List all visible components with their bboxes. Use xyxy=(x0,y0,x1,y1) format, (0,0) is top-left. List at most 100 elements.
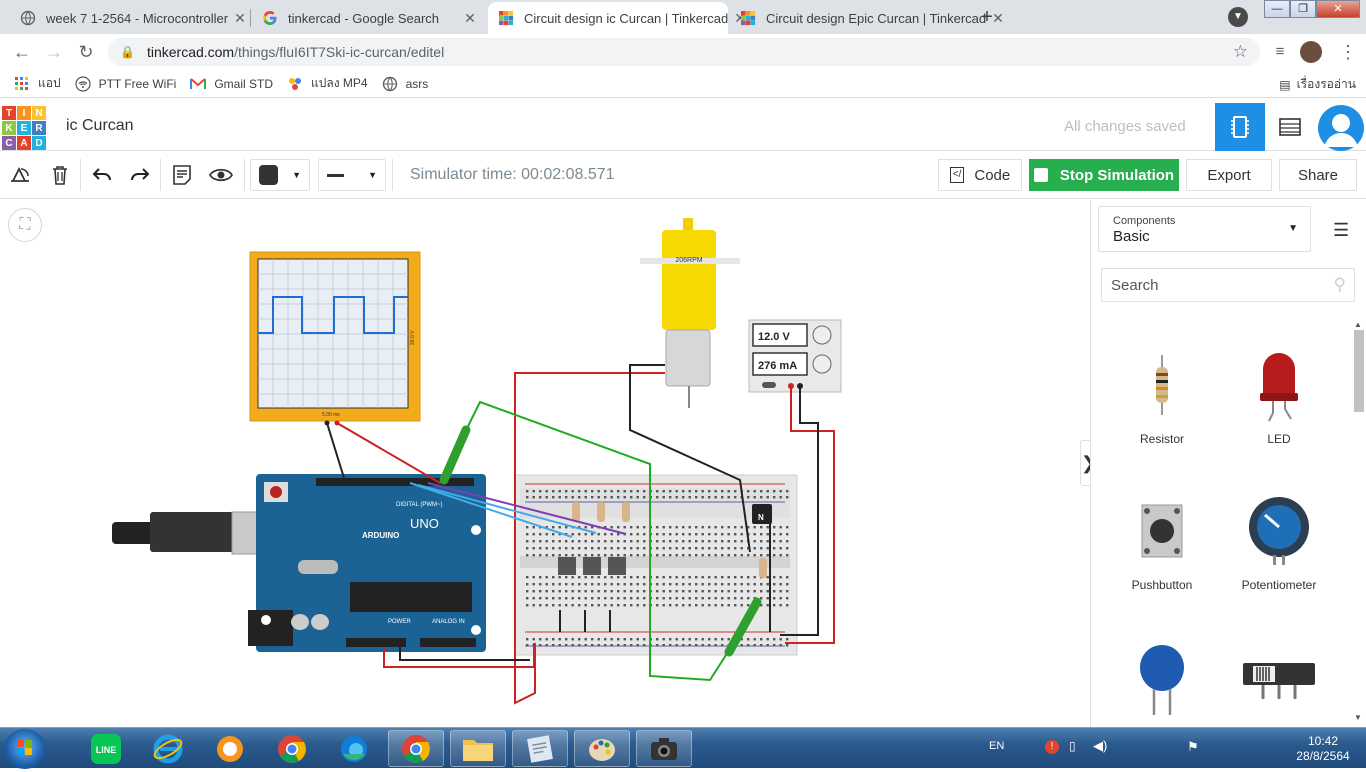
bookmark-ptt-wifi[interactable]: PTT Free WiFi xyxy=(74,75,176,92)
fit-view-icon[interactable]: ⛶ xyxy=(8,208,42,242)
power-supply[interactable] xyxy=(748,319,842,393)
list-view-icon[interactable]: ☰ xyxy=(1333,220,1350,240)
forward-arrow-icon[interactable]: → xyxy=(45,42,63,62)
search-icon: ⚲ xyxy=(1333,275,1346,294)
language-indicator[interactable]: EN xyxy=(989,740,1005,752)
clock-time: 10:42 xyxy=(1307,734,1339,748)
toolbar-divider xyxy=(392,159,393,191)
redo-icon[interactable] xyxy=(126,161,154,189)
device-icon[interactable]: ▯ xyxy=(1069,739,1076,753)
media-control-icon[interactable]: ≡ xyxy=(1275,43,1285,60)
close-tab-icon[interactable]: ✕ xyxy=(992,9,1004,26)
internet-explorer-icon[interactable] xyxy=(140,730,196,767)
scrollbar-thumb[interactable] xyxy=(1354,330,1364,412)
browser-toolbar: ← → ↻ 🔒 tinkercad.com/things/fluI6IT7Ski… xyxy=(0,34,1366,70)
logo-letter: I xyxy=(17,106,31,120)
window-controls: — ❐ ✕ xyxy=(1264,0,1360,18)
rotate-icon[interactable] xyxy=(6,161,34,189)
edge-icon[interactable] xyxy=(326,730,382,767)
tinkercad-logo[interactable]: T I N K E R C A D xyxy=(2,106,46,150)
browser-tab-circuit-ic-curcan[interactable]: Circuit design ic Curcan | Tinkercad ✕ xyxy=(488,2,746,34)
bookmark-gmail[interactable]: Gmail STD xyxy=(190,76,273,92)
code-label: Code xyxy=(974,166,1011,184)
project-name[interactable]: ic Curcan xyxy=(66,117,134,134)
dc-motor[interactable] xyxy=(640,218,740,408)
toolbar-divider xyxy=(80,159,81,191)
line-app-icon[interactable]: LINE xyxy=(78,730,134,767)
reload-icon[interactable]: ↻ xyxy=(78,42,94,62)
more-menu-icon[interactable]: ⋮ xyxy=(1339,42,1357,62)
component-search-input[interactable]: Search ⚲ xyxy=(1101,268,1355,302)
address-bar[interactable]: 🔒 tinkercad.com/things/fluI6IT7Ski-ic-cu… xyxy=(108,38,1260,66)
file-explorer-icon[interactable] xyxy=(450,730,506,767)
notes-icon[interactable] xyxy=(168,161,196,189)
visibility-icon[interactable] xyxy=(207,161,235,189)
tab-search-icon[interactable]: ▼ xyxy=(1228,7,1248,27)
component-slideswitch[interactable] xyxy=(1220,632,1338,724)
close-window-button[interactable]: ✕ xyxy=(1316,0,1360,18)
media-player-icon[interactable] xyxy=(202,730,258,767)
simulator-time: Simulator time: 00:02:08.571 xyxy=(410,166,615,183)
browser-tab-google-search[interactable]: tinkercad - Google Search ✕ xyxy=(252,2,488,34)
circuit-canvas[interactable]: ⛶ xyxy=(0,200,1090,727)
scope-volts-label: 20.0 V xyxy=(410,330,416,345)
logo-letter: N xyxy=(32,106,46,120)
tab-title: tinkercad - Google Search xyxy=(288,10,440,26)
export-button[interactable]: Export xyxy=(1186,159,1272,191)
wifi-icon xyxy=(74,75,91,92)
resistors xyxy=(572,502,767,578)
system-clock[interactable]: 10:42 28/8/2564 xyxy=(1290,734,1356,764)
circuit-view-button[interactable] xyxy=(1215,103,1265,151)
component-potentiometer[interactable]: Potentiometer xyxy=(1220,486,1338,592)
tinkercad-icon xyxy=(740,10,756,26)
components-category-dropdown[interactable]: Components Basic ▼ xyxy=(1098,206,1311,252)
reading-list-button[interactable]: ▤ เรื่องรออ่าน xyxy=(1279,75,1356,94)
wire-color-dropdown[interactable]: ▼ xyxy=(250,159,310,191)
component-pushbutton[interactable]: Pushbutton xyxy=(1103,486,1221,592)
arduino-uno[interactable] xyxy=(112,474,486,652)
panel-scrollbar[interactable]: ▲ ▼ xyxy=(1352,320,1364,722)
action-center-flag-icon[interactable]: ⚑ xyxy=(1187,739,1199,754)
close-tab-icon[interactable]: ✕ xyxy=(234,9,246,26)
delete-icon[interactable] xyxy=(46,161,74,189)
chrome-icon[interactable] xyxy=(264,730,320,767)
scope-time-label: 5.00 ms xyxy=(322,412,340,418)
user-avatar[interactable] xyxy=(1318,105,1364,151)
component-capacitor[interactable] xyxy=(1103,632,1221,724)
component-resistor[interactable]: Resistor xyxy=(1103,340,1221,446)
paint-icon[interactable] xyxy=(574,730,630,767)
new-tab-button[interactable]: + xyxy=(981,6,993,28)
browser-tab-circuit-epic-curcan[interactable]: Circuit design Epic Curcan | Tinkercad ✕ xyxy=(730,2,1004,34)
component-led[interactable]: LED xyxy=(1220,340,1338,446)
oscilloscope[interactable] xyxy=(249,251,421,426)
bookmark-star-icon[interactable]: ☆ xyxy=(1232,42,1248,61)
bookmark-asrs[interactable]: asrs xyxy=(382,76,428,92)
back-arrow-icon[interactable]: ← xyxy=(13,42,31,62)
google-icon xyxy=(262,10,278,26)
globe-icon xyxy=(382,76,398,92)
profile-avatar[interactable] xyxy=(1300,41,1322,63)
restore-button[interactable]: ❐ xyxy=(1290,0,1316,18)
close-tab-icon[interactable]: ✕ xyxy=(734,9,746,26)
supply-voltage-readout: 12.0 V xyxy=(758,331,790,343)
code-button[interactable]: </ Code xyxy=(938,159,1022,191)
share-button[interactable]: Share xyxy=(1279,159,1357,191)
stop-simulation-button[interactable]: Stop Simulation xyxy=(1029,159,1179,191)
notification-alert-icon[interactable]: ! xyxy=(1045,740,1059,754)
minimize-button[interactable]: — xyxy=(1264,0,1290,18)
clock-date: 28/8/2564 xyxy=(1296,749,1350,763)
chrome-window-icon[interactable] xyxy=(388,730,444,767)
start-button[interactable] xyxy=(4,729,46,769)
close-tab-icon[interactable]: ✕ xyxy=(464,9,476,26)
volume-icon[interactable]: ◀) xyxy=(1093,738,1108,753)
breadboard[interactable] xyxy=(514,474,798,656)
notes-app-icon[interactable] xyxy=(512,730,568,767)
camera-icon[interactable] xyxy=(636,730,692,767)
wire-type-dropdown[interactable]: ▼ xyxy=(318,159,386,191)
bookmark-mp4[interactable]: แปลง MP4 xyxy=(287,74,368,93)
bookmark-apps[interactable]: แอป xyxy=(14,74,61,93)
undo-icon[interactable] xyxy=(88,161,116,189)
browser-tab-microcontroller[interactable]: week 7 1-2564 - Microcontroller ✕ xyxy=(10,2,246,34)
table-icon xyxy=(1279,118,1301,136)
component-list-view-button[interactable] xyxy=(1265,103,1315,151)
